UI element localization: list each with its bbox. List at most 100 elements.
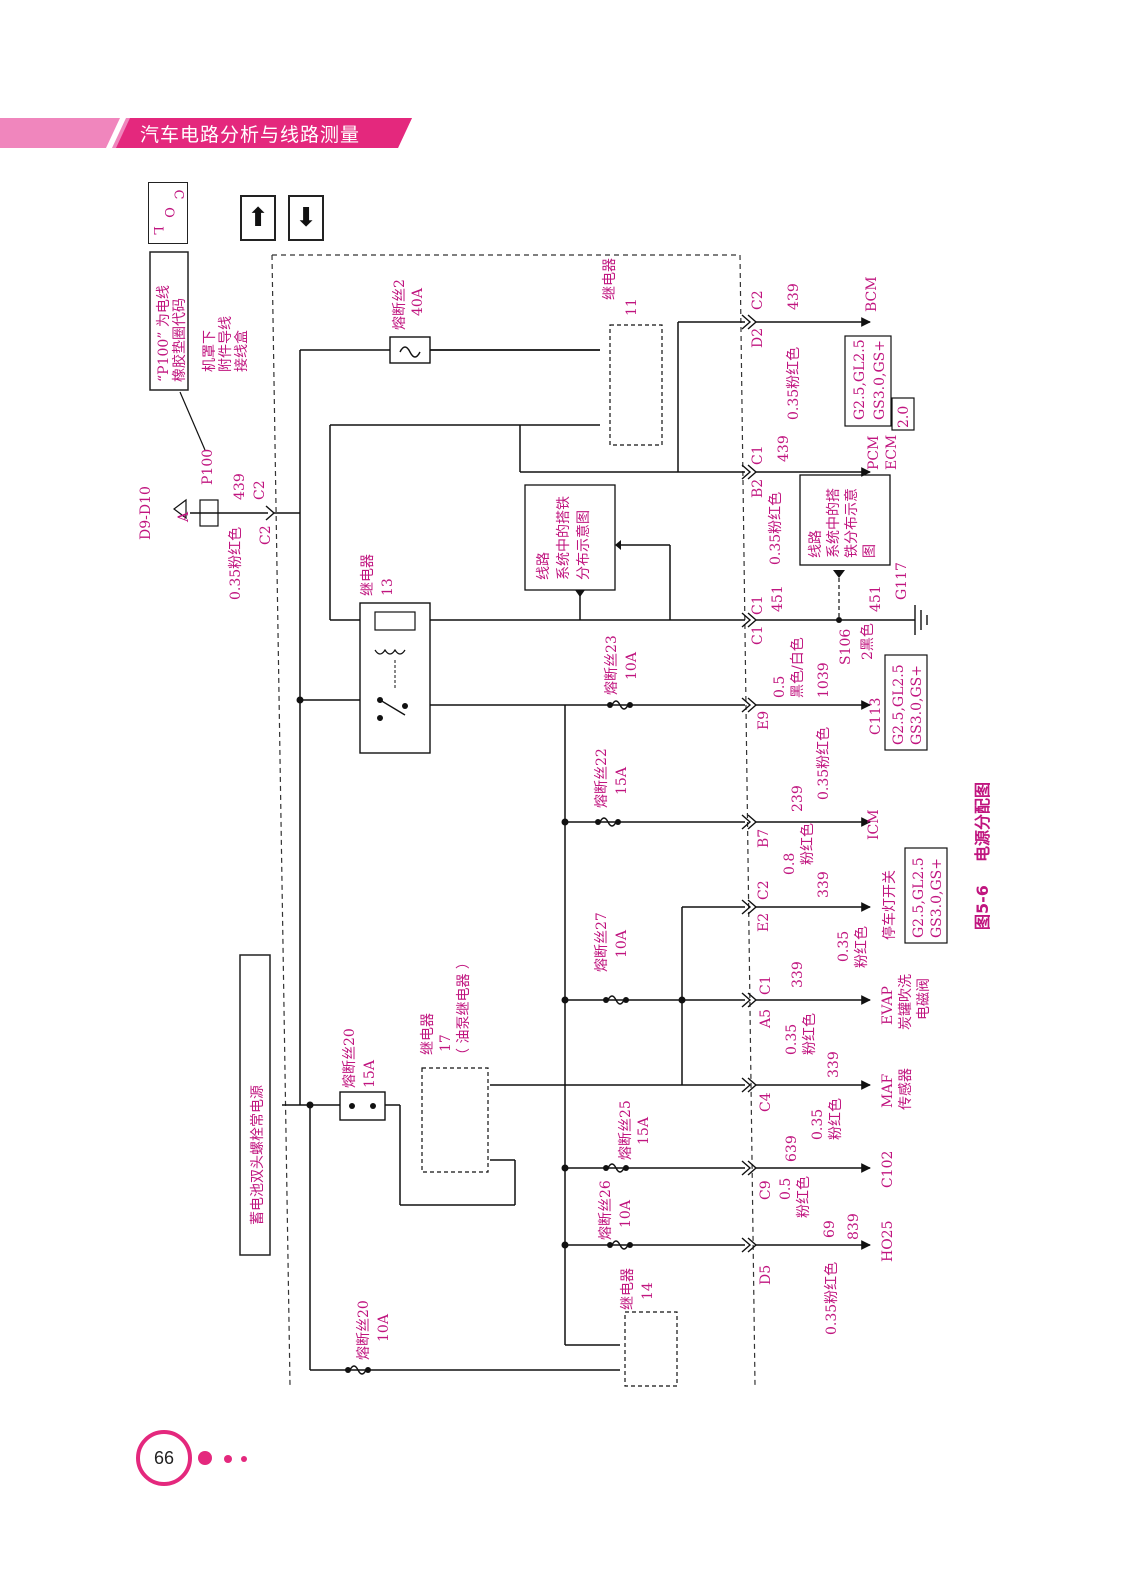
top-wire: 0.35粉红色: [227, 527, 244, 600]
c113-variant2: GS3.0,GS+: [909, 665, 925, 745]
arrow-up-icon: ⬆: [247, 203, 269, 233]
fuse-20b-name: 熔断丝20: [356, 1300, 372, 1360]
g117-dest: G117: [894, 562, 910, 600]
stop-dest: 停车灯开关: [881, 870, 898, 940]
fuse-20b-rating: 10A: [376, 1313, 392, 1342]
top-conn-bottom: C2: [258, 525, 274, 545]
fuse-23-rating: 10A: [624, 651, 640, 680]
g117-circuit: 451: [770, 585, 786, 612]
stop-variant2: GS3.0,GS+: [929, 858, 945, 938]
bcm-conn1: D2: [750, 328, 766, 348]
box-note-2: 附件导线: [218, 316, 234, 372]
evap-dest-line1: 炭罐吹洗: [898, 974, 914, 1030]
fuse-20a-symbol: [339, 1091, 386, 1121]
battery-source-box: [239, 954, 271, 1256]
ground-note2-3: 铁分布示意: [843, 488, 860, 558]
relay-11: [609, 324, 663, 446]
evap-dest-line2: 电磁阀: [916, 978, 932, 1020]
stop-conn2: C2: [756, 880, 772, 900]
s106-splice: S106: [838, 629, 854, 665]
top-circuit: 439: [232, 473, 248, 500]
c113-conn1: C1: [750, 625, 766, 645]
fuse-27-rating: 10A: [614, 929, 630, 958]
maf-conn1: C4: [758, 1092, 774, 1112]
fuse-22-rating: 15A: [614, 766, 630, 795]
g117-wire: 2黑色: [859, 623, 876, 660]
stop-wire-gauge: 0.35: [836, 931, 852, 962]
main-bus: [274, 321, 745, 1371]
fuse-box-outline: [271, 254, 756, 1386]
legend-line1: “P100” 为电线: [156, 285, 172, 382]
icm-wire-color: 粉红色: [799, 823, 816, 865]
icm-dest: ICM: [866, 809, 882, 840]
arrow-down-button[interactable]: ⬇: [288, 195, 324, 241]
relay-11-name: 继电器: [602, 258, 618, 300]
stop-variant1: G2.5,GL2.5: [911, 857, 927, 938]
evap-conn2: C1: [758, 975, 774, 995]
maf-wire-color: 粉红色: [827, 1098, 844, 1140]
ho25-circuit: 839: [846, 1213, 862, 1240]
maf-wire-gauge: 0.35: [810, 1109, 826, 1140]
dvals-label: D9-D10: [138, 486, 154, 540]
relay-13-name: 继电器: [360, 554, 376, 596]
pcm-circuit: 439: [776, 435, 792, 462]
battery-source-label: 蓄电池双头螺栓常电源: [250, 1085, 266, 1225]
c102-wire-color: 粉红色: [795, 1176, 812, 1218]
evap-conn1: A5: [758, 1009, 774, 1029]
bcm-conn2: C2: [750, 290, 766, 310]
ho25-circuit-top: 69: [822, 1220, 838, 1238]
fuse-22-name: 熔断丝22: [594, 748, 610, 808]
bcm-variant1: G2.5,GL2.5: [852, 339, 868, 420]
bcm-dest: BCM: [864, 276, 880, 312]
evap-wire-color: 粉红色: [801, 1013, 818, 1055]
decor-dot-1: [198, 1451, 212, 1465]
icm-circuit: 339: [816, 871, 832, 898]
top-connector: D9-D10 A P100 0.35粉红色 439 C2 C2: [138, 449, 276, 600]
arrow-down-icon: ⬇: [295, 203, 317, 233]
icm-wire-gauge: 0.8: [782, 853, 798, 875]
bcm-wire: 0.35粉红色: [785, 347, 802, 420]
header-banner: [0, 118, 412, 148]
maf-dest: MAF: [880, 1074, 896, 1108]
evap-dest: EVAP: [880, 986, 896, 1025]
fuse-27-name: 熔断丝27: [594, 912, 610, 972]
ground-note-box: [524, 484, 616, 591]
ho25-conn1: D5: [758, 1265, 774, 1285]
fuse-2-symbol: [389, 336, 431, 364]
ecm-dest: ECM: [884, 435, 900, 470]
c102-dest: C102: [880, 1151, 896, 1188]
ground-note2-1: 线路: [808, 530, 824, 558]
c113-variant1: G2.5,GL2.5: [891, 664, 907, 745]
decor-dot-2: [224, 1455, 232, 1463]
g117-conn1: C1: [750, 595, 766, 615]
bcm-extra: 2.0: [896, 406, 912, 428]
box-note-3: 接线盒: [233, 330, 250, 372]
pcm-dest: PCM: [866, 436, 882, 470]
output-connectors: [741, 314, 915, 1253]
fuse-2-rating: 40A: [410, 287, 426, 316]
bcm-circuit: 439: [786, 283, 802, 310]
header-title: 汽车电路分析与线路测量: [140, 124, 361, 146]
relay-14-name: 继电器: [620, 1268, 636, 1310]
stop-conn1: E2: [756, 913, 772, 932]
relay-17-num: 17: [438, 1034, 454, 1052]
fuse-23-name: 熔断丝23: [604, 635, 620, 695]
fuse-2-name: 熔断丝2: [392, 279, 408, 330]
legend-line2: 橡胶垫圈代码: [171, 298, 188, 382]
ground-note-box-2: [799, 474, 891, 566]
ho25-dest: HO25: [880, 1220, 896, 1262]
ground-note2-2: 系统中的搭: [826, 488, 842, 558]
p100-label: P100: [200, 449, 216, 485]
maf-circuit: 339: [826, 1051, 842, 1078]
fuse-20-rating: 15A: [362, 1059, 378, 1088]
arrow-up-button[interactable]: ⬆: [240, 195, 276, 241]
relay-13-num: 13: [380, 578, 396, 596]
relay-17-note: （ 油泵继电器 ）: [456, 955, 472, 1062]
c113-wire-gauge: 0.5: [772, 676, 788, 698]
letter-a: A: [176, 511, 192, 523]
relay-14: [624, 1311, 678, 1387]
fuse-20-name: 熔断丝20: [342, 1028, 358, 1088]
relay-13: [359, 602, 431, 754]
p100-legend-box: [149, 251, 189, 391]
relay-11-num: 11: [624, 298, 640, 316]
